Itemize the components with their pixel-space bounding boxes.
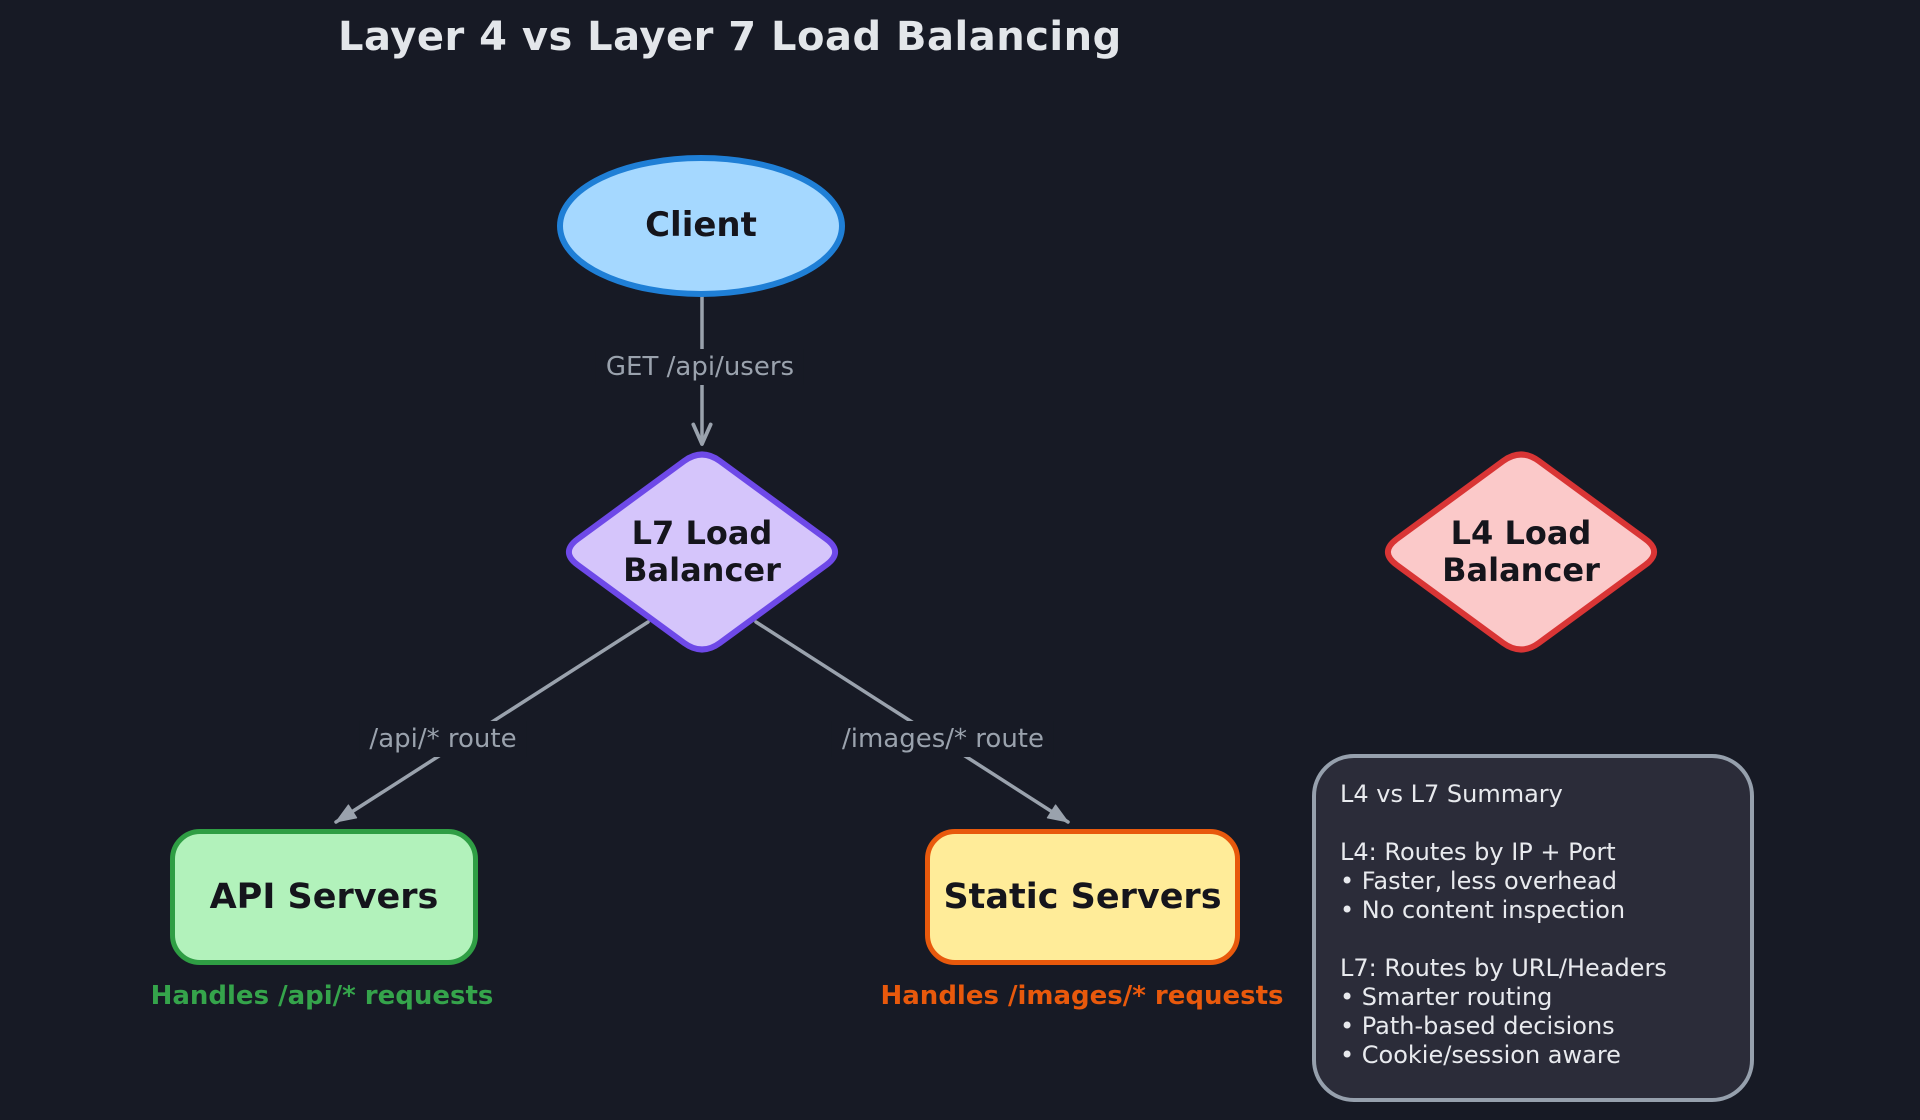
l4-load-balancer-node[interactable]: L4 Load Balancer [1371, 440, 1671, 664]
static-servers-caption: Handles /images/* requests [880, 981, 1284, 1011]
edge-label-get-api-users: GET /api/users [595, 349, 805, 385]
l4-load-balancer-label: L4 Load Balancer [1442, 514, 1600, 589]
summary-line: • Smarter routing [1340, 983, 1553, 1011]
l4-diamond-shape [1384, 451, 1658, 653]
api-servers-caption: Handles /api/* requests [150, 981, 494, 1011]
client-ellipse-shape [557, 155, 845, 297]
summary-line [1340, 925, 1740, 954]
summary-line: • Faster, less overhead [1340, 867, 1617, 895]
edge-label-api-route: /api/* route [359, 721, 527, 757]
api-servers-node[interactable]: API Servers [170, 829, 478, 965]
summary-line-l4-heading: L4: Routes by IP + Port [1340, 838, 1616, 866]
l7-diamond-shape [565, 451, 839, 653]
l7-load-balancer-label: L7 Load Balancer [623, 514, 781, 589]
static-servers-label: Static Servers [943, 876, 1222, 917]
summary-line: • No content inspection [1340, 896, 1626, 924]
api-servers-label: API Servers [209, 876, 439, 917]
summary-line: • Path-based decisions [1340, 1012, 1615, 1040]
summary-title: L4 vs L7 Summary [1340, 780, 1563, 808]
summary-line: • Cookie/session aware [1340, 1041, 1621, 1069]
summary-line [1340, 809, 1740, 838]
diagram-title: Layer 4 vs Layer 7 Load Balancing [338, 14, 1122, 60]
summary-line-l7-heading: L7: Routes by URL/Headers [1340, 954, 1667, 982]
client-node[interactable]: Client [551, 149, 851, 303]
client-label: Client [645, 205, 757, 246]
edge-label-images-route: /images/* route [831, 721, 1055, 757]
static-servers-node[interactable]: Static Servers [925, 829, 1240, 965]
l7-load-balancer-node[interactable]: L7 Load Balancer [552, 440, 852, 664]
summary-panel: L4 vs L7 Summary L4: Routes by IP + Port… [1312, 754, 1754, 1102]
